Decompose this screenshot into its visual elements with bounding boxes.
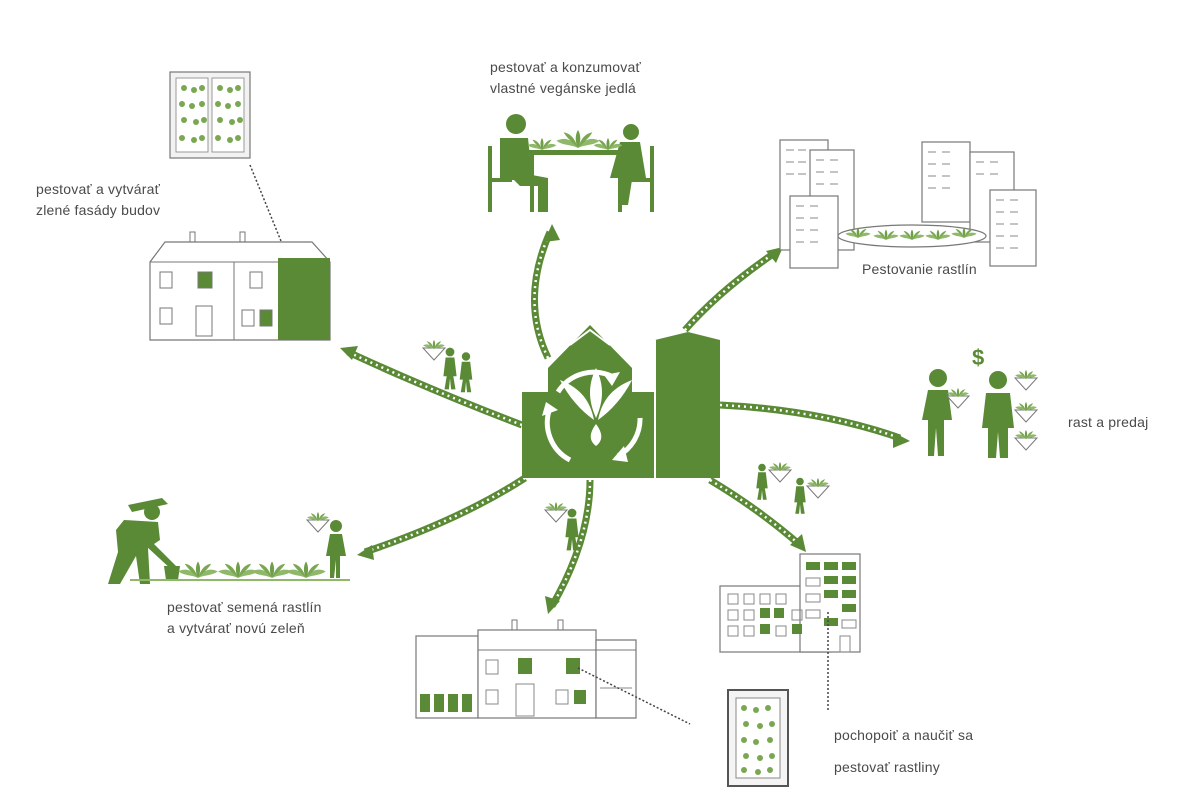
arrows <box>340 224 910 614</box>
label-green-facades: pestovať a vytvárať zlené fasády budov <box>36 179 160 221</box>
hub-factory-icon <box>522 325 720 478</box>
apartment-blocks-icon <box>779 139 1037 269</box>
people-selling-icon <box>922 369 1037 458</box>
walking-people-icon <box>545 502 579 551</box>
seedlings-row <box>130 561 350 581</box>
dollar-icon: $ <box>972 345 984 370</box>
walking-people-icon <box>423 340 473 393</box>
child-with-plant-icon <box>307 512 346 578</box>
window-planter-icon <box>727 689 789 787</box>
house-icon <box>149 231 331 341</box>
label-line: a vytvárať novú zeleň <box>167 620 305 636</box>
apartment-house-icon <box>719 553 861 710</box>
wall-panel-icon <box>169 71 293 269</box>
label-learn-line-2: pestovať rastliny <box>834 759 940 775</box>
house-icon <box>415 619 691 725</box>
label-line: pestovať a konzumovať <box>490 59 641 75</box>
label-growth-and-sale: rast a predaj <box>1068 414 1149 430</box>
label-line: zlené fasády budov <box>36 202 161 218</box>
label-plant-cultivation: Pestovanie rastlín <box>862 261 977 277</box>
label-line: vlastné vegánske jedlá <box>490 80 637 96</box>
label-vegan-meals: pestovať a konzumovať vlastné vegánske j… <box>490 57 641 99</box>
dining-people-icon <box>488 114 654 212</box>
svg-text:$: $ <box>972 345 984 370</box>
label-line: pestovať semená rastlín <box>167 599 322 615</box>
label-grow-seeds: pestovať semená rastlín a vytvárať novú … <box>167 597 322 639</box>
gardener-icon <box>108 498 180 584</box>
walking-people-icon <box>756 462 829 514</box>
label-learn-line-1: pochopoiť a naučiť sa <box>834 727 974 743</box>
label-line: pestovať a vytvárať <box>36 181 161 197</box>
